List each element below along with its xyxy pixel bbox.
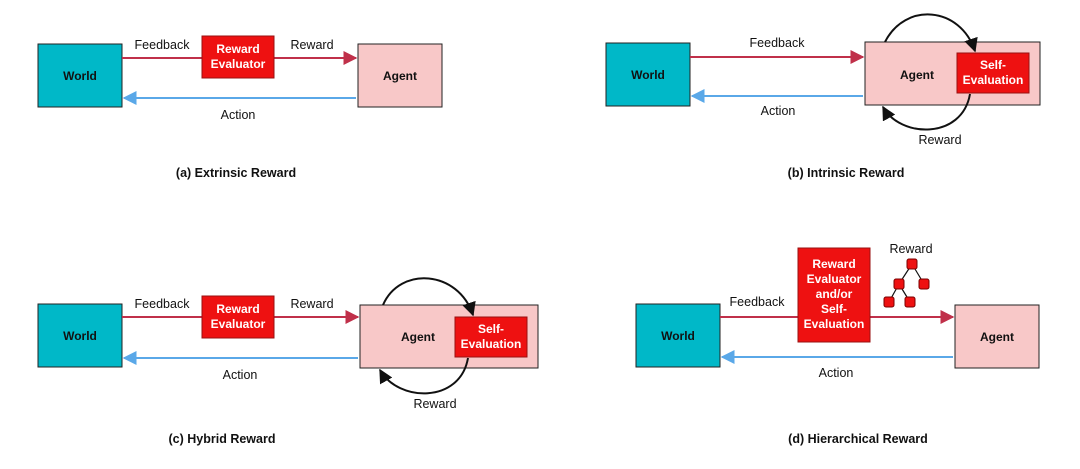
caption-c: (c) Hybrid Reward — [169, 432, 276, 446]
panel-hybrid-reward: World Agent Self- Evaluation Reward Eval… — [37, 277, 539, 446]
reward-label: Reward — [918, 133, 961, 147]
reward-evaluator-box — [201, 35, 275, 79]
world-box — [37, 303, 123, 368]
reward-evaluator-label-2: Evaluator — [807, 272, 862, 286]
loop-reward-label: Reward — [413, 397, 456, 411]
panel-hierarchical-reward: World Agent Reward Evaluator and/or Self… — [635, 242, 1040, 446]
world-label: World — [661, 329, 695, 343]
self-evaluation-label-2: Evaluation — [461, 337, 522, 351]
caption-d: (d) Hierarchical Reward — [788, 432, 928, 446]
action-label: Action — [223, 368, 258, 382]
reward-evaluator-label-2: Evaluator — [211, 57, 266, 71]
reward-evaluator-label-3: and/or — [816, 287, 853, 301]
world-box — [37, 43, 123, 108]
world-box — [605, 42, 691, 107]
self-reward-loop-bottom — [379, 357, 469, 395]
agent-label: Agent — [383, 69, 417, 83]
feedback-label: Feedback — [135, 38, 191, 52]
caption-b: (b) Intrinsic Reward — [788, 166, 905, 180]
feedback-label: Feedback — [750, 36, 806, 50]
reward-evaluator-label-1: Reward — [216, 42, 259, 56]
self-evaluation-label-2: Evaluation — [963, 73, 1024, 87]
agent-label: Agent — [900, 68, 934, 82]
panel-intrinsic-reward: World Agent Self- Evaluation Feedback Ac… — [605, 13, 1041, 180]
reward-label: Reward — [889, 242, 932, 256]
world-label: World — [63, 329, 97, 343]
feedback-label: Feedback — [730, 295, 786, 309]
reward-evaluator-label-4: Self- — [821, 302, 847, 316]
action-label: Action — [761, 104, 796, 118]
reward-evaluator-box — [201, 295, 275, 339]
agent-label: Agent — [401, 330, 435, 344]
world-label: World — [63, 69, 97, 83]
world-box — [635, 303, 721, 368]
reward-evaluator-label-1: Reward — [812, 257, 855, 271]
reward-evaluator-label-1: Reward — [216, 302, 259, 316]
reward-tree-icon — [883, 258, 930, 308]
self-evaluation-box — [454, 316, 528, 358]
self-evaluation-label-1: Self- — [980, 58, 1006, 72]
action-label: Action — [819, 366, 854, 380]
feedback-label: Feedback — [135, 297, 191, 311]
self-reward-loop-top — [382, 277, 476, 317]
reward-label: Reward — [290, 297, 333, 311]
agent-label: Agent — [980, 330, 1014, 344]
self-evaluation-box — [956, 52, 1030, 94]
reward-evaluator-label-2: Evaluator — [211, 317, 266, 331]
panel-extrinsic-reward: World Agent Reward Evaluator Feedback Re… — [37, 35, 443, 180]
reward-evaluator-label-5: Evaluation — [804, 317, 865, 331]
agent-box — [357, 43, 443, 108]
action-label: Action — [221, 108, 256, 122]
reward-evaluator-box — [797, 247, 871, 343]
self-reward-loop-bottom — [882, 93, 971, 131]
self-reward-loop-top — [884, 13, 978, 53]
reward-label: Reward — [290, 38, 333, 52]
self-evaluation-label-1: Self- — [478, 322, 504, 336]
agent-box — [954, 304, 1040, 369]
caption-a: (a) Extrinsic Reward — [176, 166, 296, 180]
world-label: World — [631, 68, 665, 82]
